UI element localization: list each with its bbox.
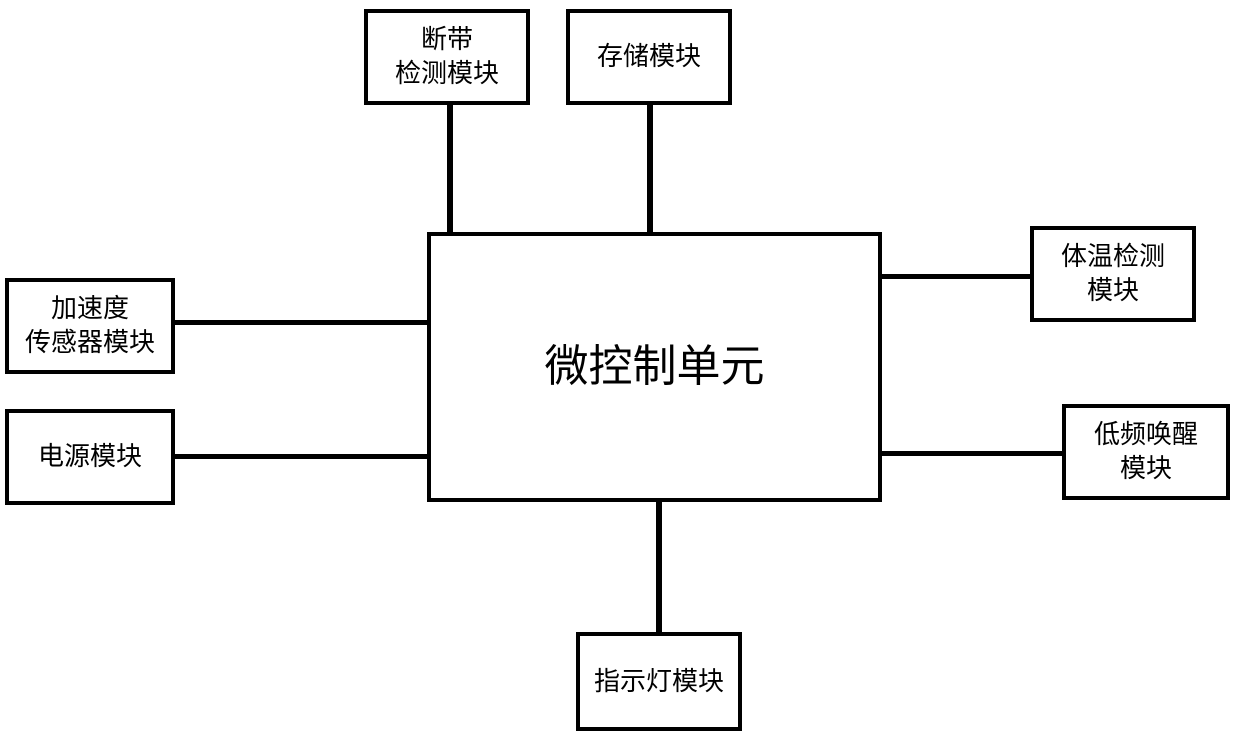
storage-module: 存储模块: [566, 9, 732, 105]
microcontroller-label: 微控制单元: [545, 342, 765, 392]
connector-accelerometer: [172, 320, 430, 325]
connector-indicator: [656, 500, 662, 636]
belt-break-detection-module: 断带 检测模块: [364, 9, 530, 105]
microcontroller-unit: 微控制单元: [427, 232, 882, 502]
accelerometer-label-line1: 加速度: [51, 292, 129, 326]
connector-belt-break: [447, 102, 453, 234]
body-temperature-module: 体温检测 模块: [1030, 226, 1196, 322]
connector-body-temp: [880, 274, 1032, 279]
indicator-light-module: 指示灯模块: [576, 632, 742, 731]
low-frequency-wakeup-module: 低频唤醒 模块: [1062, 404, 1230, 500]
connector-storage: [647, 102, 653, 234]
belt-break-label-line2: 检测模块: [395, 57, 499, 91]
accelerometer-label-line2: 传感器模块: [25, 326, 155, 360]
body-temp-label-line2: 模块: [1087, 274, 1139, 308]
power-module: 电源模块: [5, 409, 175, 505]
connector-power: [172, 454, 430, 459]
power-label: 电源模块: [38, 440, 142, 474]
indicator-label: 指示灯模块: [594, 665, 724, 699]
body-temp-label-line1: 体温检测: [1061, 240, 1165, 274]
storage-label: 存储模块: [597, 40, 701, 74]
connector-lf-wakeup: [880, 451, 1064, 456]
accelerometer-module: 加速度 传感器模块: [5, 278, 175, 374]
lf-wakeup-label-line1: 低频唤醒: [1094, 418, 1198, 452]
lf-wakeup-label-line2: 模块: [1120, 452, 1172, 486]
belt-break-label-line1: 断带: [421, 23, 473, 57]
